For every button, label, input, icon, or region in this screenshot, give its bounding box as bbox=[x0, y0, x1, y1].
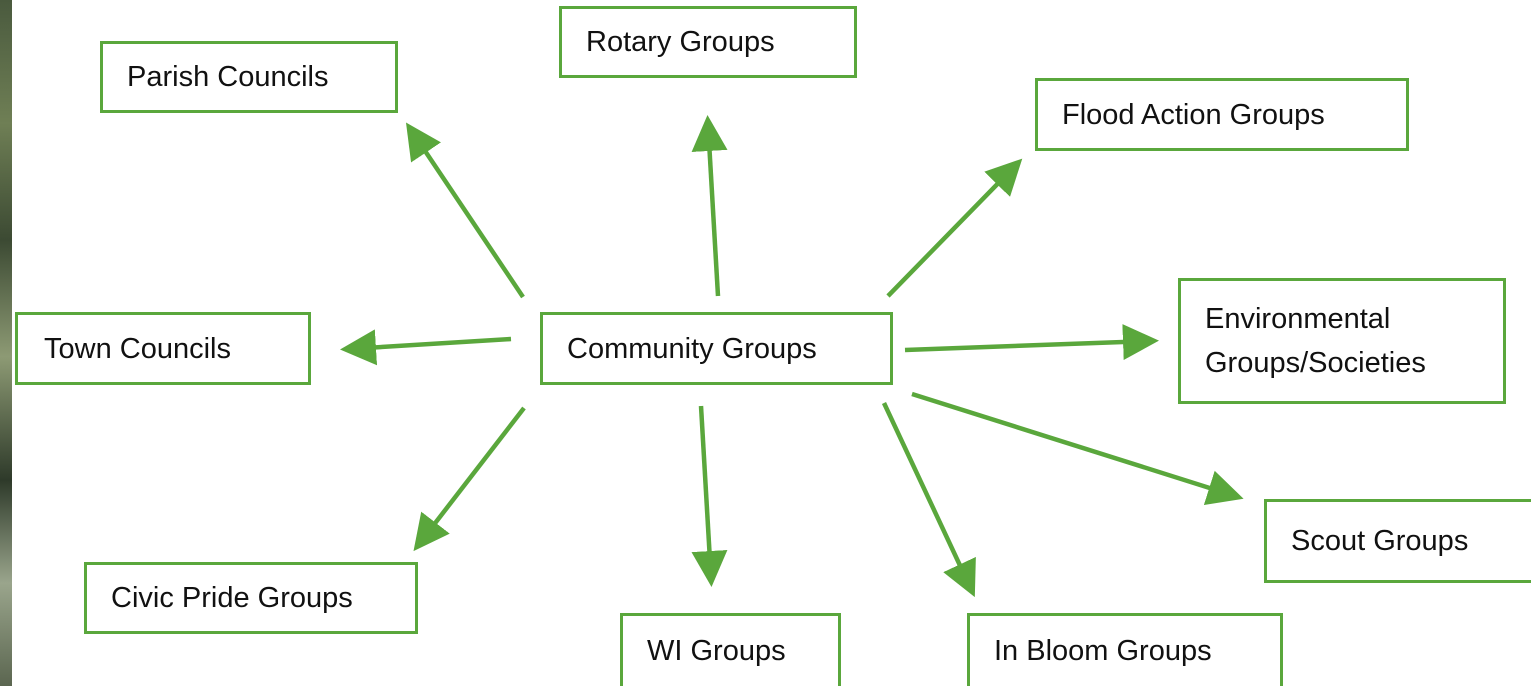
node-label: Scout Groups bbox=[1291, 525, 1469, 557]
arrow-to-parish bbox=[405, 122, 525, 299]
arrow-to-bloom bbox=[881, 402, 976, 598]
node-scout-groups: Scout Groups bbox=[1264, 499, 1531, 583]
background-photo-edge bbox=[0, 0, 12, 686]
node-label: Town Councils bbox=[44, 332, 231, 365]
arrow-to-flood bbox=[886, 158, 1023, 298]
arrow-to-civic bbox=[413, 406, 526, 552]
node-civic-pride-groups: Civic Pride Groups bbox=[84, 562, 418, 634]
node-wi-groups: WI Groups bbox=[620, 613, 841, 686]
node-label: Environmental Groups/Societies bbox=[1205, 303, 1426, 379]
node-community-groups: Community Groups bbox=[540, 312, 893, 385]
arrow-to-wi bbox=[691, 405, 728, 587]
arrow-to-environmental bbox=[904, 324, 1159, 360]
node-label: Rotary Groups bbox=[586, 26, 775, 58]
arrow-to-rotary bbox=[691, 115, 728, 297]
node-in-bloom-groups: In Bloom Groups bbox=[967, 613, 1283, 686]
node-flood-action-groups: Flood Action Groups bbox=[1035, 78, 1409, 151]
node-parish-councils: Parish Councils bbox=[100, 41, 398, 113]
node-label: Civic Pride Groups bbox=[111, 582, 353, 614]
node-center-label: Community Groups bbox=[567, 332, 817, 365]
node-rotary-groups: Rotary Groups bbox=[559, 6, 857, 78]
node-label: Parish Councils bbox=[127, 61, 329, 93]
arrow-to-town bbox=[340, 329, 512, 366]
node-label: WI Groups bbox=[647, 635, 786, 667]
arrow-to-scout bbox=[911, 391, 1244, 506]
node-label: Flood Action Groups bbox=[1062, 98, 1325, 131]
node-environmental-groups: Environmental Groups/Societies bbox=[1178, 278, 1506, 404]
node-label: In Bloom Groups bbox=[994, 635, 1212, 667]
node-town-councils: Town Councils bbox=[15, 312, 311, 385]
